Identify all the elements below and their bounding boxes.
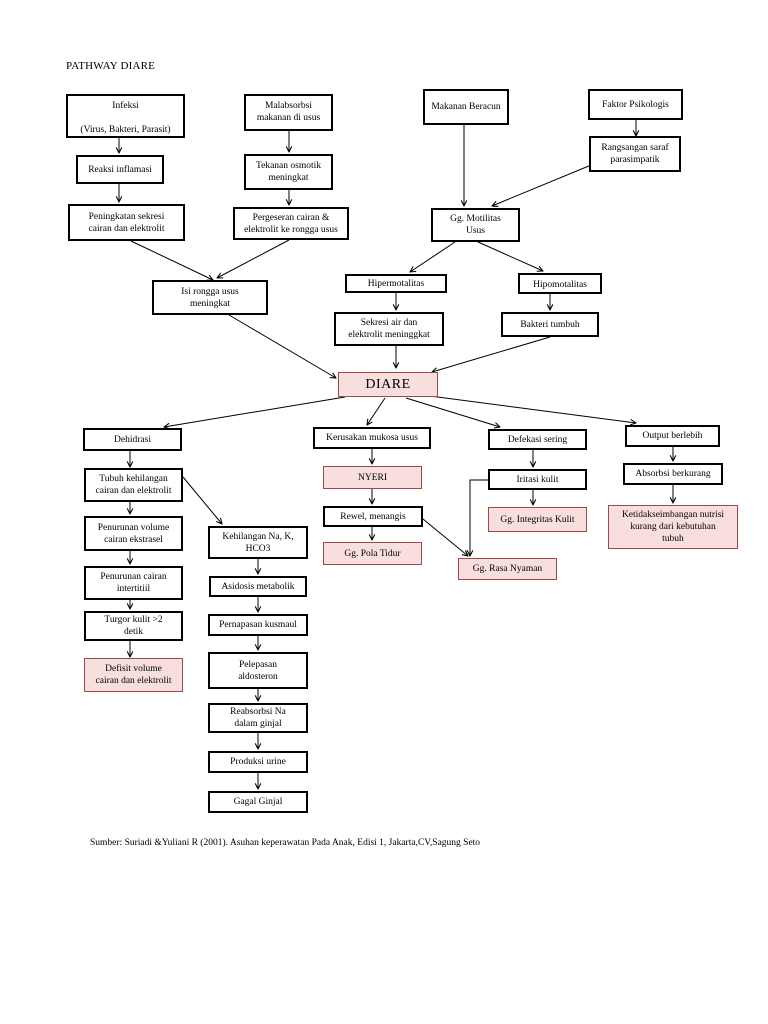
node-hipomotalitas: Hipomotalitas — [518, 273, 602, 294]
node-gg-pola-tidur: Gg. Pola Tidur — [323, 542, 422, 565]
arrow — [217, 239, 290, 278]
arrow — [410, 241, 456, 272]
node-kehilangan-na: Kehilangan Na, K, HCO3 — [208, 526, 308, 559]
node-reabsorbsi: Reabsorbsi Na dalam ginjal — [208, 703, 308, 733]
node-pelepasan: Pelepasan aldosteron — [208, 652, 308, 689]
node-rewel: Rewel, menangis — [323, 506, 423, 527]
node-malabsorbsi: Malabsorbsi makanan di usus — [244, 94, 333, 131]
arrow — [164, 396, 346, 427]
arrow — [429, 395, 636, 423]
node-produksi-urine: Produksi urine — [208, 751, 308, 773]
arrow — [182, 476, 222, 524]
node-turgor: Turgor kulit >2 detik — [84, 611, 183, 641]
arrow — [367, 397, 386, 425]
arrow — [422, 518, 468, 556]
node-bakteri-tumbuh: Bakteri tumbuh — [501, 312, 599, 337]
node-defekasi-sering: Defekasi sering — [488, 429, 587, 450]
node-tubuh-kehilangan: Tubuh kehilangan cairan dan elektrolit — [84, 468, 183, 502]
arrow — [470, 479, 488, 556]
node-sekresi-air: Sekresi air dan elektrolit meninggkat — [334, 312, 444, 346]
arrow — [405, 397, 500, 427]
node-diare: DIARE — [338, 372, 438, 397]
arrow — [130, 240, 213, 280]
node-iritasi-kulit: Iritasi kulit — [488, 469, 587, 490]
page-title: PATHWAY DIARE — [66, 60, 156, 72]
node-gg-rasa-nyaman: Gg. Rasa Nyaman — [458, 558, 557, 580]
node-faktor-psikologis: Faktor Psikologis — [588, 89, 683, 120]
node-peningkatan-sekresi: Peningkatan sekresi cairan dan elektroli… — [68, 204, 185, 241]
node-makanan-beracun: Makanan Beracun — [423, 89, 509, 125]
node-ketidakseimbangan: Ketidakseimbangan nutrisi kurang dari ke… — [608, 505, 738, 549]
node-gagal-ginjal: Gagal Ginjal — [208, 791, 308, 813]
node-gg-motilitas: Gg. Motilitas Usus — [431, 208, 520, 242]
node-penurunan-volume: Penurunan volume cairan ekstrasel — [84, 516, 183, 551]
node-tekanan-osmotik: Tekanan osmotik meningkat — [244, 154, 333, 190]
node-hipermotalitas: Hipermotalitas — [345, 274, 447, 293]
node-infeksi: Infeksi (Virus, Bakteri, Parasit) — [66, 94, 185, 138]
node-asidosis: Asidosis metabolik — [209, 576, 307, 597]
arrow — [492, 162, 597, 206]
source-citation: Sumber: Suriadi &Yuliani R (2001). Asuha… — [90, 838, 481, 848]
node-output-berlebih: Output berlebih — [625, 425, 720, 447]
node-gg-integritas: Gg. Integritas Kulit — [488, 507, 587, 532]
node-pergeseran-cairan: Pergeseran cairan & elektrolit ke rongga… — [233, 207, 349, 240]
node-rangsangan-saraf: Rangsangan saraf parasimpatik — [589, 136, 681, 172]
node-penurunan-cairan: Penurunan cairan intertitiil — [84, 566, 183, 600]
node-dehidrasi: Dehidrasi — [83, 428, 182, 451]
arrow — [477, 241, 543, 271]
node-nyeri: NYERI — [323, 466, 422, 489]
arrow — [432, 336, 551, 372]
node-kerusakan-mukosa: Kerusakan mukosa usus — [313, 427, 431, 449]
node-absorbsi-berkurang: Absorbsi berkurang — [623, 463, 723, 485]
node-defisit-volume: Defisit volume cairan dan elektrolit — [84, 658, 183, 692]
node-isi-rongga: Isi rongga usus meningkat — [152, 280, 268, 315]
node-reaksi-inflamasi: Reaksi inflamasi — [76, 155, 164, 184]
node-pernapasan: Pernapasan kusmaul — [208, 614, 308, 636]
arrow — [228, 314, 336, 378]
